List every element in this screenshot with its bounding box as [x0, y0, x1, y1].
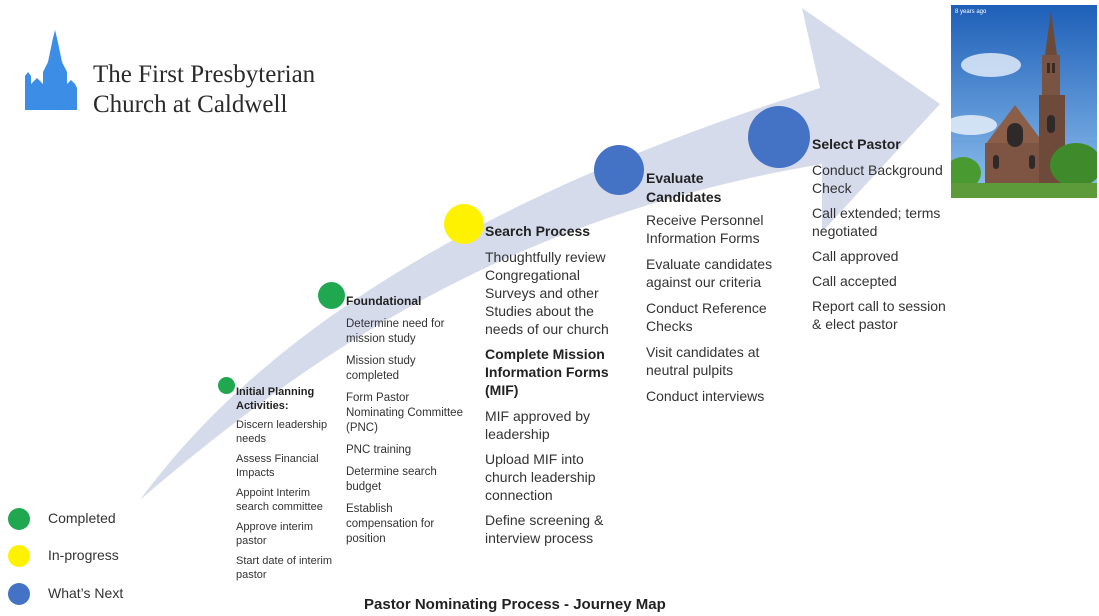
church-logo	[22, 28, 80, 110]
list-item: Mission study completed	[346, 355, 416, 382]
church-name: The First Presbyterian Church at Caldwel…	[93, 60, 315, 120]
list-item: Determine need for mission study	[346, 318, 445, 345]
list-item: Approve interim pastor	[236, 521, 314, 547]
list-item: Thoughtfully review Congregational Surve…	[485, 249, 609, 337]
church-name-line1: The First Presbyterian	[93, 61, 316, 88]
stage-dot-evaluate-candidates	[594, 145, 644, 195]
stage-dot-search-process	[444, 204, 484, 244]
stage-items-search-process: Thoughtfully review Congregational Surve…	[485, 248, 625, 554]
list-item: Conduct interviews	[646, 388, 765, 404]
list-item: Receive Personnel Information Forms	[646, 212, 764, 246]
list-item: Report call to session & elect pastor	[812, 298, 946, 332]
list-item: Form Pastor Nominating Committee (PNC)	[346, 392, 463, 434]
stage-title-evaluate-candidates: Evaluate Candidates	[646, 170, 722, 205]
arrow-shape	[140, 8, 940, 500]
list-item: Call accepted	[812, 273, 897, 289]
list-item: MIF approved by leadership	[485, 408, 591, 442]
logo-shape	[25, 30, 77, 110]
list-item: Visit candidates at neutral pulpits	[646, 344, 760, 378]
stage-title-initial-planning: Initial Planning Activities:	[236, 386, 315, 412]
list-item: PNC training	[346, 444, 412, 456]
list-item: Evaluate candidates against our criteria	[646, 256, 773, 290]
stage-items-foundational: Determine need for mission study Mission…	[346, 317, 464, 554]
stage-subtitle-mif: Complete Mission Information Forms (MIF)	[485, 346, 609, 398]
list-item: Assess Financial Impacts	[236, 453, 319, 479]
church-building-image	[951, 5, 1097, 198]
stage-title-search-process: Search Process	[485, 223, 591, 239]
legend-label-in-progress: In-progress	[48, 547, 119, 563]
page-title: Pastor Nominating Process - Journey Map	[364, 596, 666, 613]
list-item: Conduct Reference Checks	[646, 300, 767, 334]
list-item: Determine search budget	[346, 466, 437, 493]
church-name-line2: Church at Caldwell	[93, 91, 288, 118]
photo-timestamp: 8 years ago	[955, 9, 987, 15]
list-item: Define screening & interview process	[485, 512, 604, 546]
stage-dot-select-pastor	[748, 106, 810, 168]
church-steeple-icon	[25, 30, 77, 110]
list-item: Appoint Interim search committee	[236, 487, 323, 513]
stage-items-initial-planning: Discern leadership needs Assess Financia…	[236, 418, 341, 588]
stage-dot-foundational	[318, 282, 345, 309]
list-item: Upload MIF into church leadership connec…	[485, 451, 596, 503]
legend-dot-next	[8, 583, 30, 605]
church-photo: 8 years ago	[951, 5, 1097, 198]
list-item: Discern leadership needs	[236, 419, 328, 445]
list-item: Call approved	[812, 248, 899, 264]
list-item: Call extended; terms negotiated	[812, 205, 941, 239]
legend-label-next: What’s Next	[48, 585, 124, 601]
list-item: Establish compensation for position	[346, 503, 435, 545]
list-item: Conduct Background Check	[812, 162, 943, 196]
list-item: Start date of interim pastor	[236, 555, 332, 581]
stage-dot-initial-planning	[218, 377, 235, 394]
legend-label-completed: Completed	[48, 510, 116, 526]
legend-dot-completed	[8, 508, 30, 530]
stage-title-select-pastor: Select Pastor	[812, 136, 901, 152]
stage-items-select-pastor: Conduct Background Check Call extended; …	[812, 161, 947, 340]
stage-title-foundational: Foundational	[346, 294, 422, 308]
stage-items-evaluate-candidates: Receive Personnel Information Forms Eval…	[646, 211, 786, 413]
legend-dot-in-progress	[8, 545, 30, 567]
